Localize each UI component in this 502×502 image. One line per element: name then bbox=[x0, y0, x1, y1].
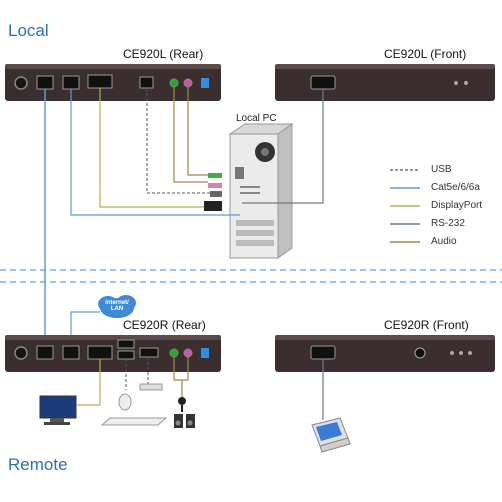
internet-lan-cloud-icon bbox=[98, 295, 136, 318]
ce920r-rear-device bbox=[5, 335, 221, 372]
power-jack-remote-icon bbox=[201, 348, 209, 358]
local-pc-label: Local PC bbox=[236, 113, 277, 124]
audio-plug-icon bbox=[208, 173, 222, 178]
mic-plug-icon bbox=[208, 183, 222, 188]
mic-in-remote-icon bbox=[183, 348, 193, 358]
speakers-icon bbox=[174, 414, 195, 428]
push-button-icon bbox=[414, 347, 426, 359]
ce920r-rear-title: CE920R (Rear) bbox=[123, 318, 206, 332]
usb-cable bbox=[146, 88, 210, 194]
displayport-out-icon bbox=[87, 345, 113, 360]
mouse-icon bbox=[118, 393, 132, 411]
ce920l-front-device bbox=[275, 64, 495, 101]
displayport-cable bbox=[99, 88, 204, 208]
ce920l-front-title: CE920L (Front) bbox=[384, 47, 467, 61]
remote-section-title: Remote bbox=[8, 455, 68, 474]
keyboard-icon bbox=[100, 383, 168, 426]
audio-cable bbox=[173, 87, 208, 183]
displayport-port-icon bbox=[87, 74, 113, 89]
led-icon bbox=[454, 81, 458, 85]
mic-in-port-icon bbox=[183, 78, 193, 88]
rs232-port-icon bbox=[310, 75, 336, 90]
led-remote-2-icon bbox=[459, 351, 463, 355]
cloud-label-line2: LAN bbox=[110, 306, 124, 312]
rj45-port-icon bbox=[36, 75, 54, 90]
ce920l-rear-device bbox=[5, 64, 221, 101]
usb-b-port-icon bbox=[139, 76, 154, 89]
microphone-icon bbox=[178, 397, 186, 412]
serial-terminal-icon bbox=[311, 417, 351, 453]
ground-screw-remote-icon bbox=[14, 346, 28, 360]
cloud-label-line1: Internet/ bbox=[105, 300, 129, 306]
legend-label-audio: Audio bbox=[431, 236, 457, 247]
led-2-icon bbox=[464, 81, 468, 85]
legend bbox=[390, 169, 420, 243]
usb-dongle-icon bbox=[139, 383, 163, 391]
rs232-cable bbox=[242, 89, 324, 204]
usb-a-port-icon bbox=[117, 339, 135, 349]
audio-cable-speakers bbox=[173, 357, 183, 402]
local-pc-tower-icon bbox=[228, 123, 294, 259]
usb-plug-icon bbox=[210, 191, 222, 197]
mic-cable-remote bbox=[182, 357, 189, 381]
rj45-port-remote-icon bbox=[36, 345, 54, 360]
audio-out-port-icon bbox=[169, 78, 179, 88]
legend-label-rs232: RS-232 bbox=[431, 218, 465, 229]
legend-label-cat5e: Cat5e/6/6a bbox=[431, 182, 480, 193]
legend-label-displayport: DisplayPort bbox=[431, 200, 483, 211]
rs232-port-remote-icon bbox=[310, 345, 336, 360]
ce920r-front-device bbox=[275, 335, 495, 372]
cloud-label: Internet/ LAN bbox=[103, 300, 131, 312]
ce920r-front-title: CE920R (Front) bbox=[384, 318, 469, 332]
displayport-plug-icon bbox=[204, 201, 222, 211]
led-remote-3-icon bbox=[468, 351, 472, 355]
power-jack-icon bbox=[201, 78, 209, 88]
lan-cable-local bbox=[70, 89, 240, 216]
rj45-port-2-icon bbox=[62, 75, 80, 90]
monitor-icon bbox=[39, 395, 77, 425]
local-section-title: Local bbox=[8, 21, 49, 40]
usb-a-port-2-icon bbox=[117, 350, 135, 360]
mic-cable bbox=[187, 87, 208, 176]
audio-out-remote-icon bbox=[169, 348, 179, 358]
ce920l-rear-title: CE920L (Rear) bbox=[123, 47, 204, 61]
rj45-port-remote-2-icon bbox=[62, 345, 80, 360]
led-remote-icon bbox=[450, 351, 454, 355]
legend-label-usb: USB bbox=[431, 164, 452, 175]
usb-a-port-3-icon bbox=[139, 347, 159, 358]
displayport-cable-remote bbox=[77, 359, 101, 406]
ground-screw-icon bbox=[14, 76, 28, 90]
